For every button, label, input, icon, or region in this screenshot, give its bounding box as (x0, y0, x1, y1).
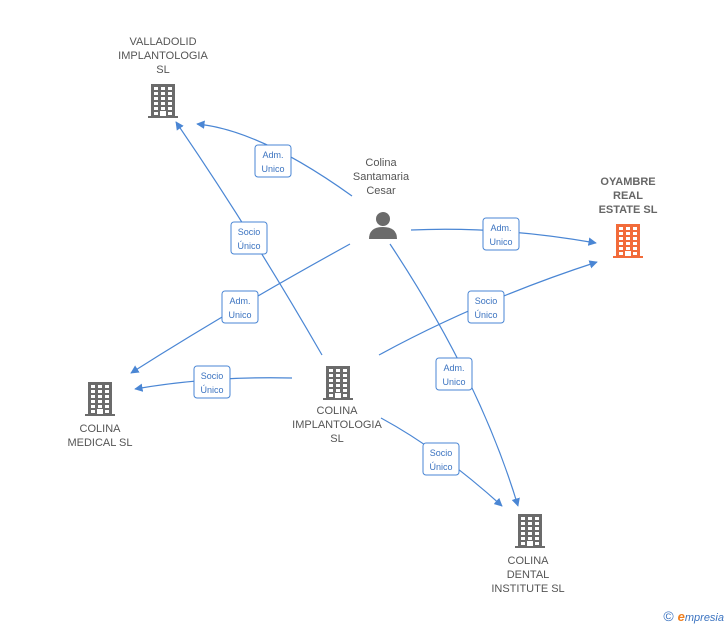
edge-label-box (435, 357, 473, 391)
building-icon (613, 224, 643, 258)
node-colina-medical[interactable]: COLINA MEDICAL SL (67, 382, 133, 449)
node-label: SL (156, 64, 169, 76)
edge-label-text: Unico (228, 310, 251, 320)
edge-label-text: Adm. (262, 150, 283, 160)
node-label: COLINA (508, 555, 550, 567)
edge-label-box (254, 144, 292, 178)
edge-label-text: Único (429, 462, 452, 472)
edge-e1: Adm. Unico (196, 120, 353, 197)
building-icon (85, 382, 115, 416)
building-icon (515, 514, 545, 548)
node-label: ESTATE SL (599, 204, 658, 216)
edge-e4: Adm. Unico (130, 243, 351, 374)
edge-label[interactable]: Adm. Unico (435, 357, 473, 391)
edge-label-text: Único (200, 385, 223, 395)
edge-e7: Adm. Unico (389, 243, 520, 507)
node-label: VALLADOLID (129, 36, 196, 48)
edge-label-text: Unico (442, 377, 465, 387)
edges-layer: Adm.UnicoSocioÚnicoAdm.UnicoAdm.UnicoSoc… (130, 120, 598, 507)
edge-label-text: Adm. (443, 363, 464, 373)
node-label: IMPLANTOLOGIA (292, 419, 382, 431)
node-label: SL (330, 433, 343, 445)
edge-label-box (193, 365, 231, 399)
edge-label-box (482, 217, 520, 251)
edge-label-text: Socio (430, 448, 453, 458)
node-label: IMPLANTOLOGIA (118, 50, 208, 62)
edge-label-text: Socio (201, 371, 224, 381)
building-icon (148, 84, 178, 118)
node-valladolid[interactable]: VALLADOLID IMPLANTOLOGIA SL (118, 36, 208, 118)
person-icon (369, 212, 397, 239)
node-label: OYAMBRE (600, 176, 655, 188)
copyright-icon: © (663, 608, 674, 624)
edge-label-box (230, 221, 268, 255)
node-label: INSTITUTE SL (491, 583, 564, 595)
edge-label-box (467, 290, 505, 324)
nodes-layer: VALLADOLID IMPLANTOLOGIA SL ColinaSantamari… (67, 36, 657, 595)
node-colina-dental[interactable]: COLINA DENTAL INSTITUTE SL (491, 514, 565, 595)
edge-label[interactable]: Adm. Unico (254, 144, 292, 178)
edge-label[interactable]: Adm. Unico (482, 217, 520, 251)
edge-label[interactable]: Adm. Unico (221, 290, 259, 324)
edge-label-text: Unico (489, 237, 512, 247)
node-label: Cesar (366, 185, 396, 197)
node-colina-implantologia[interactable]: COLINA IMPLANTOLOGIA SL (292, 366, 382, 445)
node-label: MEDICAL SL (67, 437, 132, 449)
edge-label-text: Unico (261, 164, 284, 174)
edge-label-box (422, 442, 460, 476)
edge-label-text: Socio (238, 227, 261, 237)
node-label: REAL (613, 190, 643, 202)
building-icon (323, 366, 353, 400)
brand-name: mpresia (684, 611, 724, 624)
brand-initial: e (677, 608, 685, 624)
node-oyambre[interactable]: OYAMBRE REAL ESTATE SL (599, 176, 658, 258)
node-label: COLINA (80, 423, 122, 435)
node-label: DENTAL (507, 569, 550, 581)
edge-label-text: Único (474, 310, 497, 320)
brand-logo[interactable]: empresia (678, 609, 724, 624)
footer-brand: © empresia (663, 608, 724, 624)
edge-label-text: Socio (475, 296, 498, 306)
edge-label-box (221, 290, 259, 324)
edge-label-text: Adm. (490, 223, 511, 233)
node-label: COLINA (317, 405, 359, 417)
node-label: Santamaria (353, 171, 410, 183)
node-label: Colina (365, 157, 397, 169)
edge-label-text: Adm. (229, 296, 250, 306)
edge-label-text: Único (237, 241, 260, 251)
edge-e3: Adm. Unico (410, 217, 597, 251)
